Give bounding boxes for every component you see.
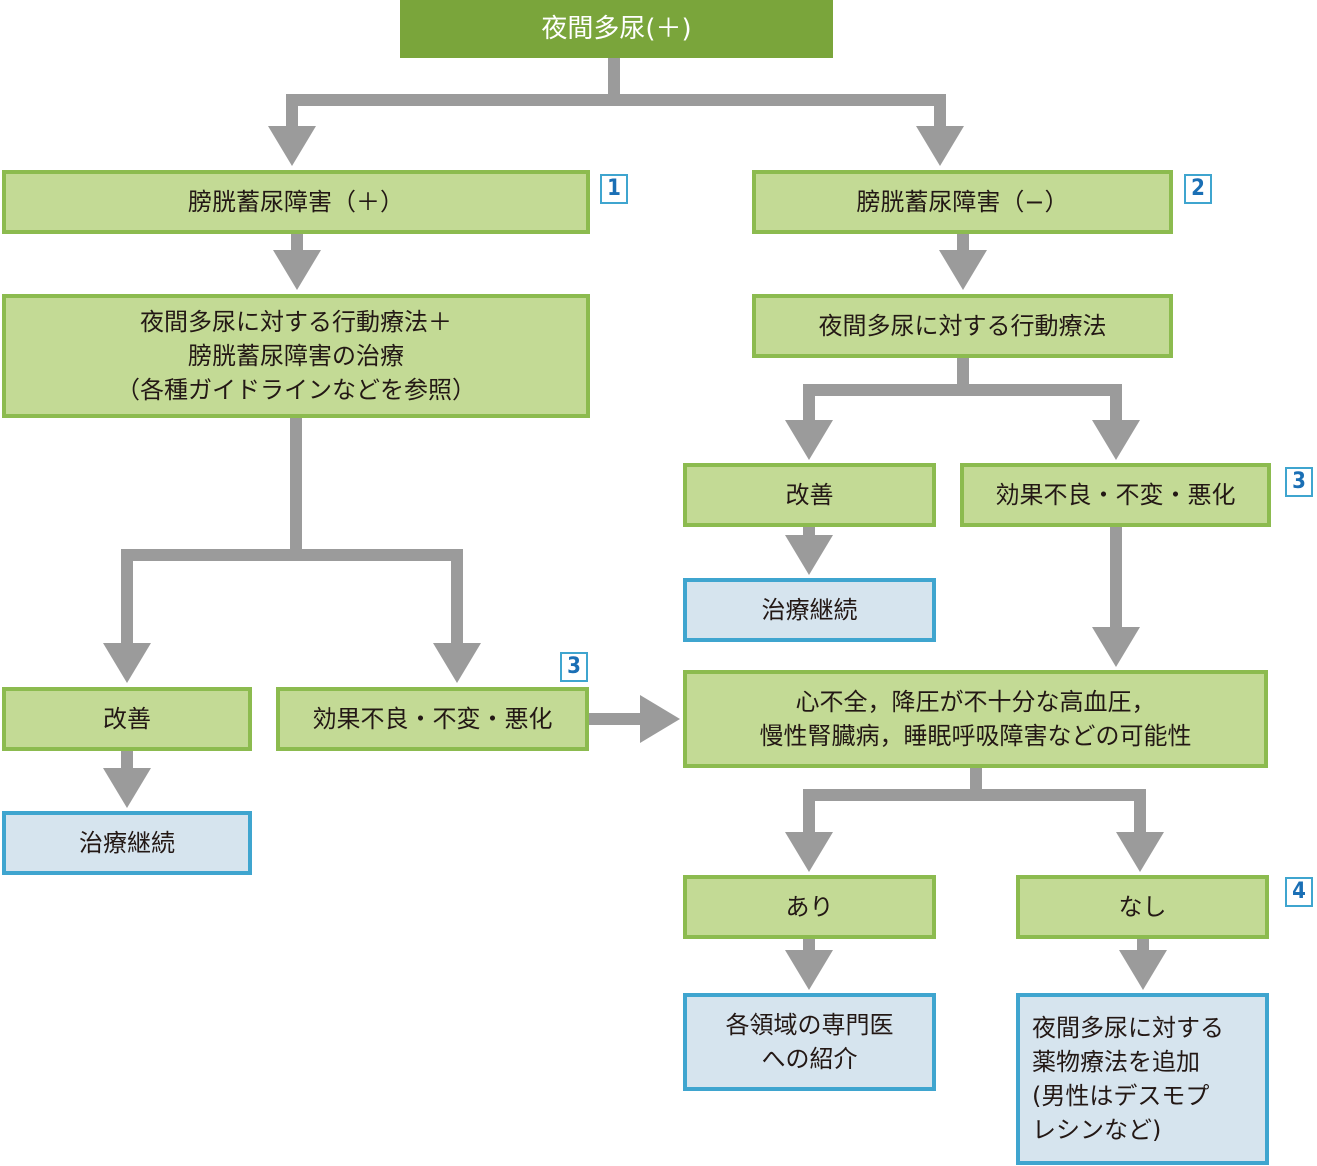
arrowhead-to-left-improve (103, 643, 151, 683)
node-referral: 各領域の専門医 への紹介 (683, 993, 936, 1091)
arrowhead-to-drug-therapy (1119, 950, 1167, 990)
root-branch (286, 94, 946, 130)
node-root: 夜間多尿(＋) (400, 0, 833, 58)
possibility-branch (803, 789, 1146, 835)
node-possibility: 心不全，降圧が不十分な高血圧， 慢性腎臓病，睡眠呼吸障害などの可能性 (683, 670, 1268, 768)
arrowhead-to-bladder-negative (916, 126, 964, 166)
node-right-poor: 効果不良・不変・悪化 (960, 463, 1271, 527)
left-therapy-branch (121, 549, 463, 650)
arrowhead-to-left-therapy (273, 250, 321, 290)
note-badge-4: 4 (1285, 877, 1313, 907)
node-drug-therapy: 夜間多尿に対する 薬物療法を追加 (男性はデスモプ レシンなど) (1016, 993, 1269, 1165)
node-bladder-negative: 膀胱蓄尿障害（−） (752, 170, 1173, 234)
arrowhead-to-right-poor (1092, 420, 1140, 460)
arrowhead-to-referral (785, 950, 833, 990)
node-left-improve: 改善 (2, 687, 252, 751)
node-left-therapy: 夜間多尿に対する行動療法＋ 膀胱蓄尿障害の治療 （各種ガイドラインなどを参照） (2, 294, 590, 418)
note-badge-3-left: 3 (560, 652, 588, 682)
arrowhead-to-bladder-positive (268, 126, 316, 166)
note-badge-2: 2 (1184, 174, 1212, 204)
note-badge-1: 1 (600, 174, 628, 204)
arrowhead-to-right-therapy (939, 250, 987, 290)
arrowhead-to-yes (785, 832, 833, 872)
node-no: なし (1016, 875, 1269, 939)
node-right-continue: 治療継続 (683, 578, 936, 642)
right-therapy-branch (803, 384, 1122, 420)
arrowhead-to-possibility-from-right (1092, 627, 1140, 667)
arrowhead-to-possibility-from-left (640, 695, 680, 743)
node-left-continue: 治療継続 (2, 811, 252, 875)
node-left-poor: 効果不良・不変・悪化 (276, 687, 589, 751)
arrowhead-to-left-continue (103, 768, 151, 808)
arrowhead-to-no (1116, 832, 1164, 872)
node-right-therapy: 夜間多尿に対する行動療法 (752, 294, 1173, 358)
arrowhead-to-right-improve (785, 420, 833, 460)
node-yes: あり (683, 875, 936, 939)
node-bladder-positive: 膀胱蓄尿障害（＋） (2, 170, 590, 234)
node-right-improve: 改善 (683, 463, 936, 527)
arrowhead-to-right-continue (785, 535, 833, 575)
arrowhead-to-left-poor (433, 643, 481, 683)
note-badge-3-right: 3 (1285, 467, 1313, 497)
